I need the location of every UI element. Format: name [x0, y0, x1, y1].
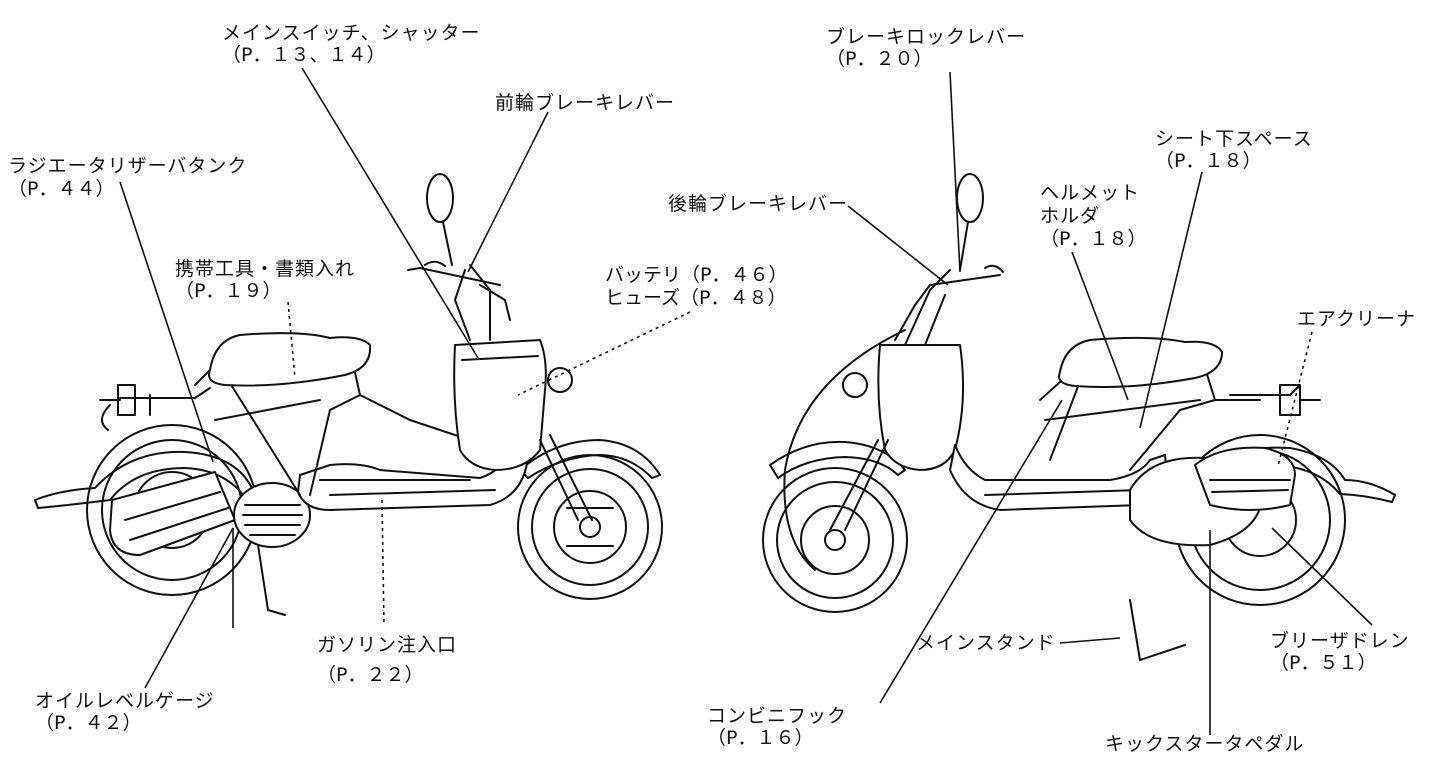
right-steering-column [904, 269, 951, 346]
label-brake-lock-lever-page: （P．２０） [826, 48, 933, 70]
right-mirror [956, 173, 984, 271]
label-radiator-tank: ラジエータリザーバタンク [8, 155, 248, 177]
right-handlebar [894, 264, 1004, 341]
right-scooter [762, 173, 1396, 661]
left-handlebar [407, 260, 511, 321]
right-carrier [1229, 384, 1321, 416]
label-main-stand: メインスタンド [916, 632, 1056, 654]
right-frame [1039, 351, 1261, 471]
label-main-switch: メインスイッチ、シャッター [222, 22, 481, 44]
left-muffler [109, 471, 236, 556]
left-seat [208, 332, 372, 387]
right-front-fender [769, 440, 906, 479]
label-helmet-holder-page: （P．１８） [1040, 228, 1147, 250]
dashed-leader-lines [287, 301, 1313, 626]
left-front-wheel [517, 454, 663, 600]
right-headlight [842, 372, 868, 398]
right-main-stand [1129, 599, 1186, 661]
label-kick-starter-pedal: キックスタータペダル [1105, 733, 1305, 755]
label-breather-drain: ブリーザドレン [1270, 630, 1410, 652]
left-carrier [99, 384, 211, 416]
label-battery: バッテリ（P．４６） [605, 264, 788, 286]
label-convenience-hook-page: （P．１６） [707, 727, 814, 749]
left-front-fender [519, 439, 661, 479]
label-tool-storage-page: （P．１９） [175, 280, 282, 302]
label-fuse: ヒューズ（P．４８） [605, 287, 787, 309]
right-front-wheel [762, 467, 908, 613]
label-front-brake-lever: 前輪ブレーキレバー [495, 92, 676, 114]
right-front-body [877, 344, 965, 471]
label-helmet-holder-2: ホルダ [1040, 205, 1101, 227]
label-helmet-holder-1: ヘルメット [1040, 182, 1141, 204]
right-front-fork [829, 439, 889, 531]
label-under-seat-space: シート下スペース [1155, 128, 1313, 150]
label-oil-level-gauge: オイルレベルゲージ [35, 690, 215, 712]
leader-lines [119, 67, 1373, 735]
label-brake-lock-lever: ブレーキロックレバー [826, 26, 1027, 48]
label-under-seat-space-page: （P．１８） [1155, 150, 1262, 172]
label-oil-level-gauge-page: （P．４２） [35, 712, 142, 734]
left-stand [257, 544, 286, 616]
left-scooter [34, 173, 663, 616]
right-seat [1058, 336, 1223, 388]
label-rear-brake-lever: 後輪ブレーキレバー [668, 193, 849, 215]
label-main-switch-page: （P．１３、１４） [222, 44, 386, 66]
label-fuel-inlet: ガソリン注入口 [317, 634, 458, 656]
left-mirror [426, 173, 454, 266]
label-breather-drain-page: （P．５１） [1270, 652, 1377, 674]
label-tool-storage: 携帯工具・書類入れ [175, 258, 356, 280]
label-fuel-inlet-page: （P．２２） [317, 664, 424, 686]
left-front-body [453, 339, 547, 471]
left-front-fork [539, 434, 593, 521]
label-radiator-tank-page: （P．４４） [8, 178, 115, 200]
right-air-cleaner [1194, 446, 1296, 511]
label-convenience-hook: コンビニフック [707, 705, 848, 727]
left-headlight [547, 367, 573, 393]
label-air-cleaner: エアクリーナ [1297, 308, 1417, 330]
